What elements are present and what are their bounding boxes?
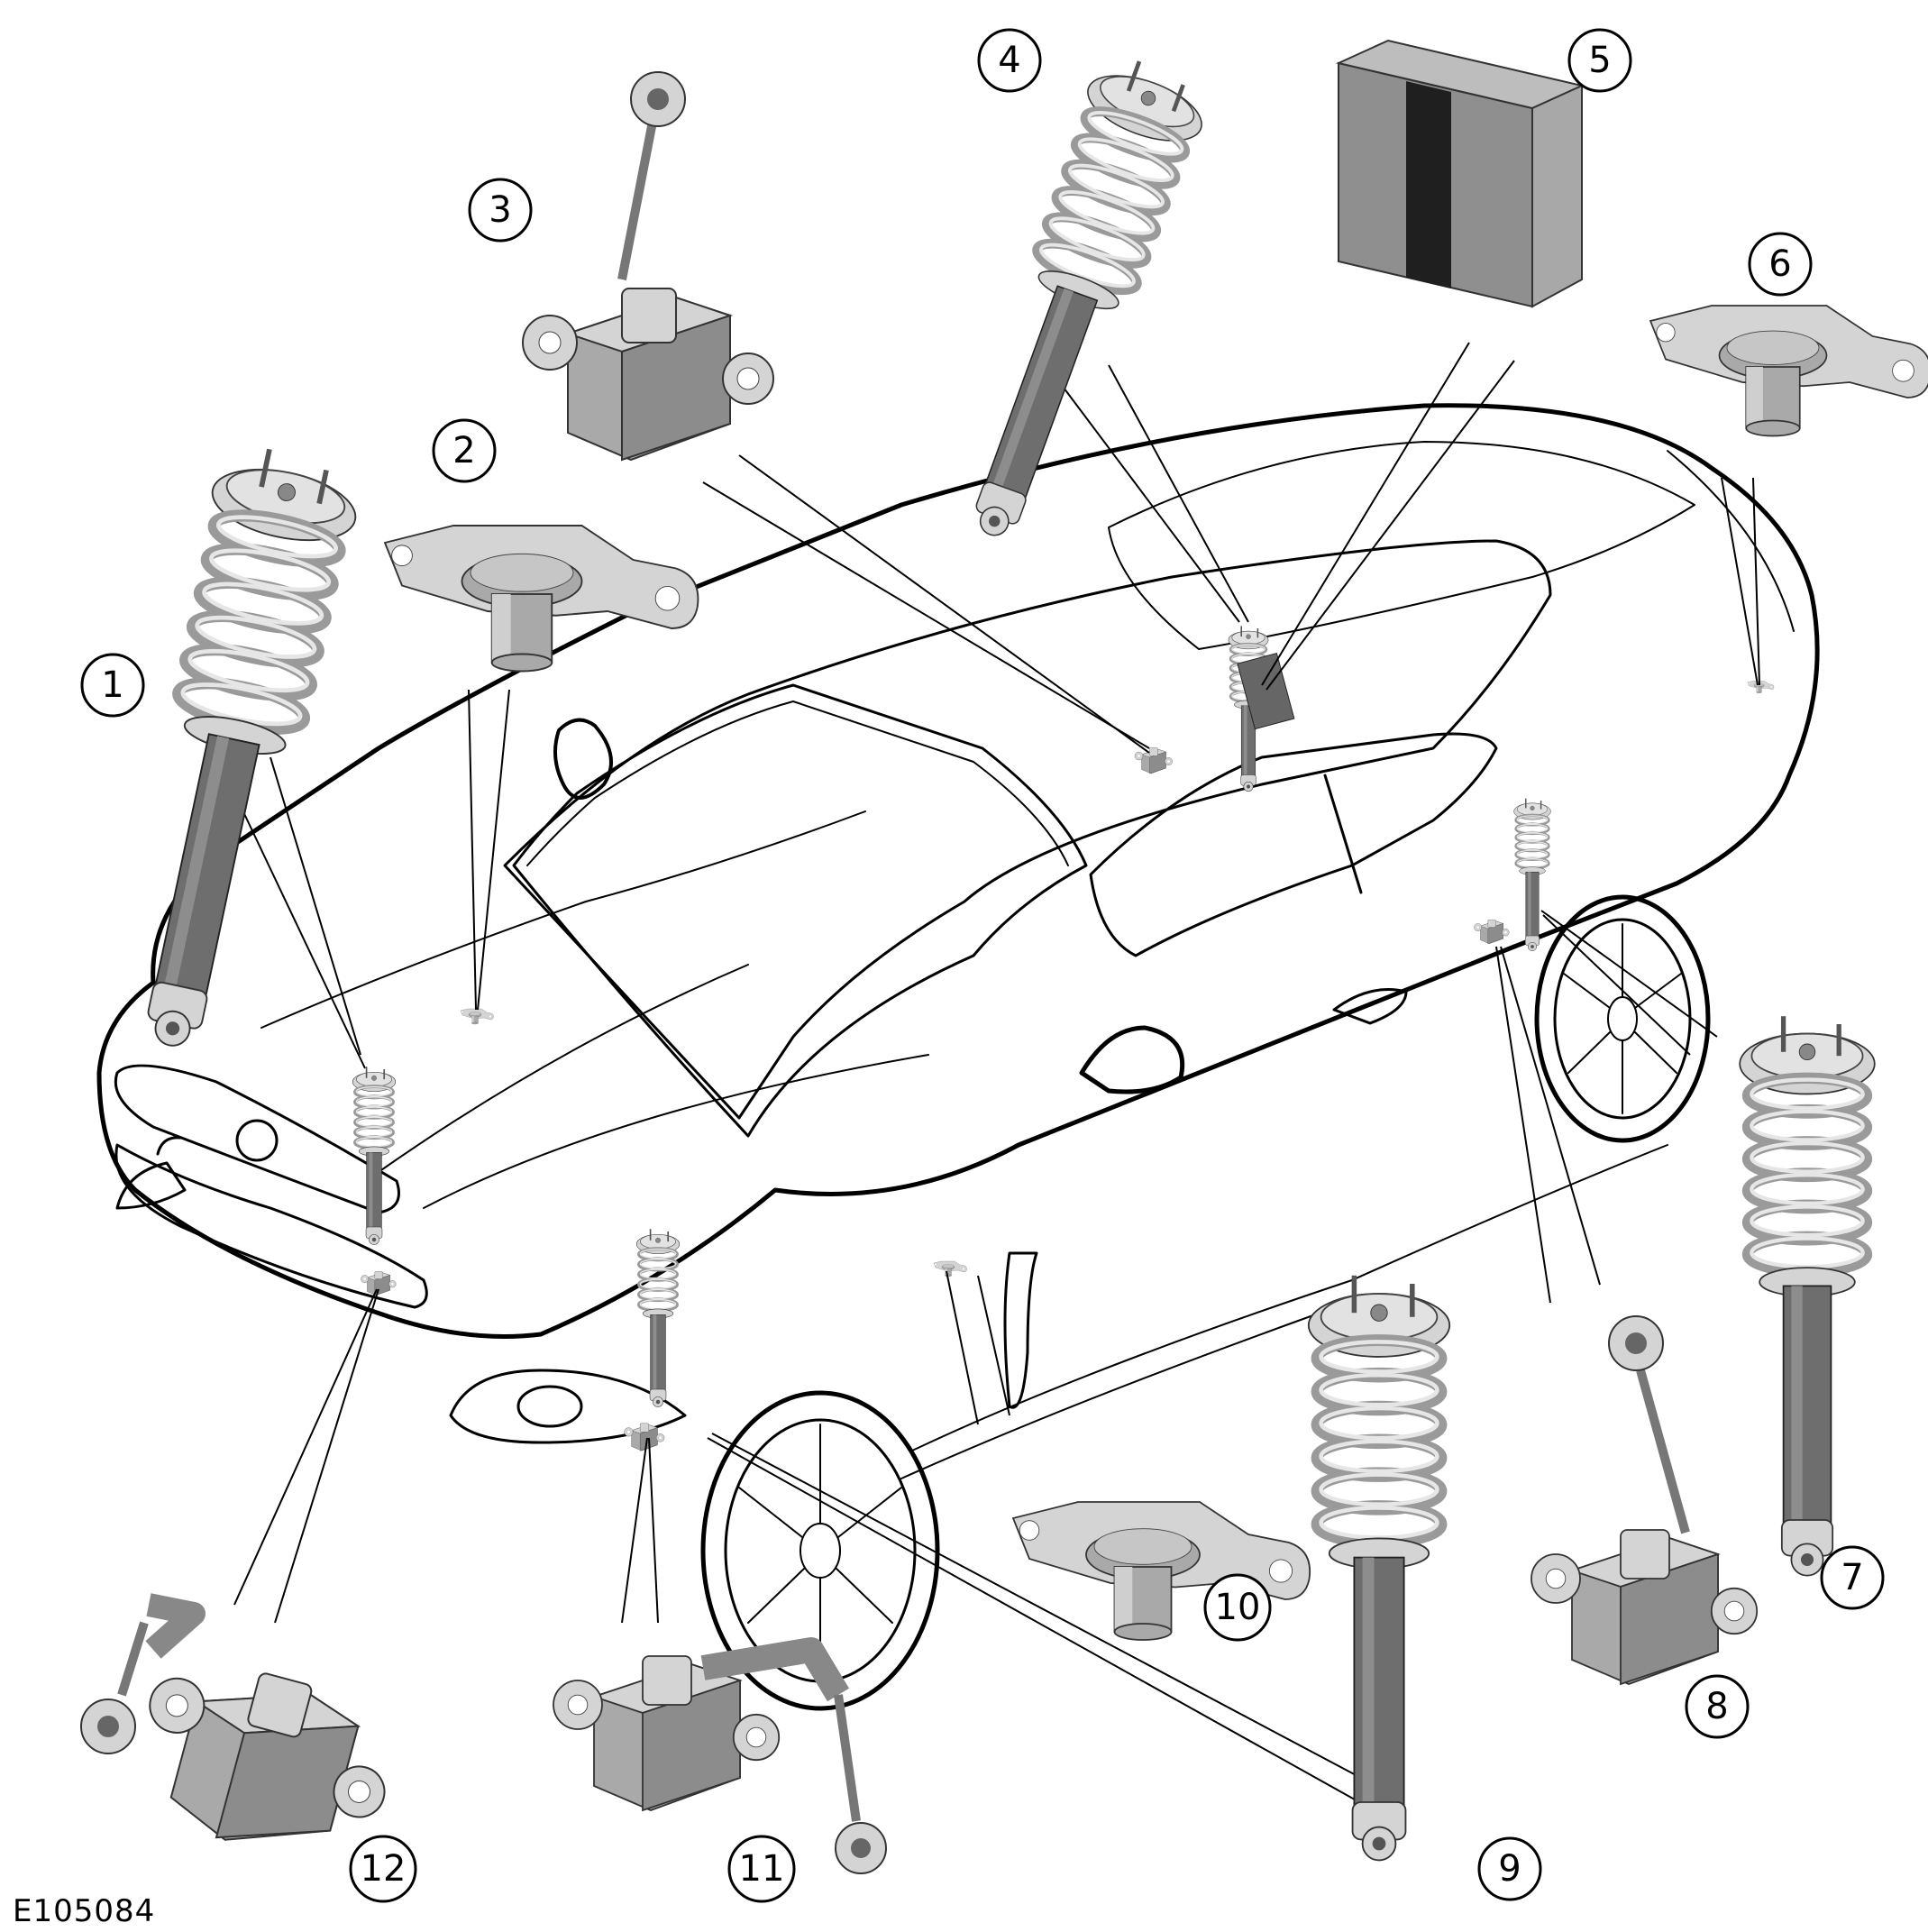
svg-text:12: 12: [361, 1848, 407, 1890]
leader-lines: [233, 342, 1760, 1804]
component-3-height-sensor-icon: [522, 71, 774, 461]
svg-text:6: 6: [1768, 243, 1791, 285]
svg-text:11: 11: [739, 1848, 785, 1890]
svg-text:7: 7: [1841, 1557, 1863, 1598]
callout-markers: 1 2 3 4 5 6 7 8 9 10 11 12: [80, 28, 1885, 1903]
mini-components: [351, 624, 1775, 1451]
component-4-coil-spring-damper-icon: [934, 48, 1216, 554]
callout-12: 12: [349, 1835, 417, 1903]
component-6-accelerometer-sensor-icon: [1649, 305, 1928, 437]
svg-text:2: 2: [452, 430, 475, 472]
callout-3: 3: [468, 178, 533, 243]
figure-reference-code: E105084: [13, 1893, 156, 1929]
component-12-height-sensor-icon: [80, 1593, 408, 1878]
callout-11: 11: [727, 1835, 796, 1903]
component-2-accelerometer-sensor-icon: [384, 525, 699, 673]
component-11-height-sensor-icon: [553, 1637, 887, 1874]
vehicle-outline: [96, 403, 1820, 1711]
callout-8: 8: [1685, 1674, 1750, 1739]
component-8-height-sensor-icon: [1531, 1315, 1759, 1685]
component-9-coil-spring-damper-icon: [1309, 1276, 1449, 1861]
svg-text:8: 8: [1705, 1686, 1728, 1727]
callout-1: 1: [80, 653, 145, 718]
callout-5: 5: [1567, 28, 1632, 93]
callout-9: 9: [1477, 1836, 1542, 1901]
svg-text:3: 3: [489, 189, 511, 231]
callout-7: 7: [1820, 1545, 1885, 1610]
component-5-control-module-icon: [1335, 39, 1585, 308]
svg-text:10: 10: [1215, 1587, 1261, 1628]
callout-10: 10: [1203, 1573, 1272, 1642]
svg-text:9: 9: [1498, 1848, 1521, 1890]
component-1-coil-spring-damper-icon: [98, 439, 366, 1060]
svg-text:4: 4: [998, 40, 1020, 81]
callout-2: 2: [432, 418, 497, 483]
component-7-coil-spring-damper-icon: [1740, 1016, 1875, 1575]
callout-4: 4: [977, 28, 1042, 93]
svg-text:1: 1: [101, 664, 123, 706]
svg-text:5: 5: [1588, 40, 1611, 81]
callout-6: 6: [1748, 232, 1813, 297]
